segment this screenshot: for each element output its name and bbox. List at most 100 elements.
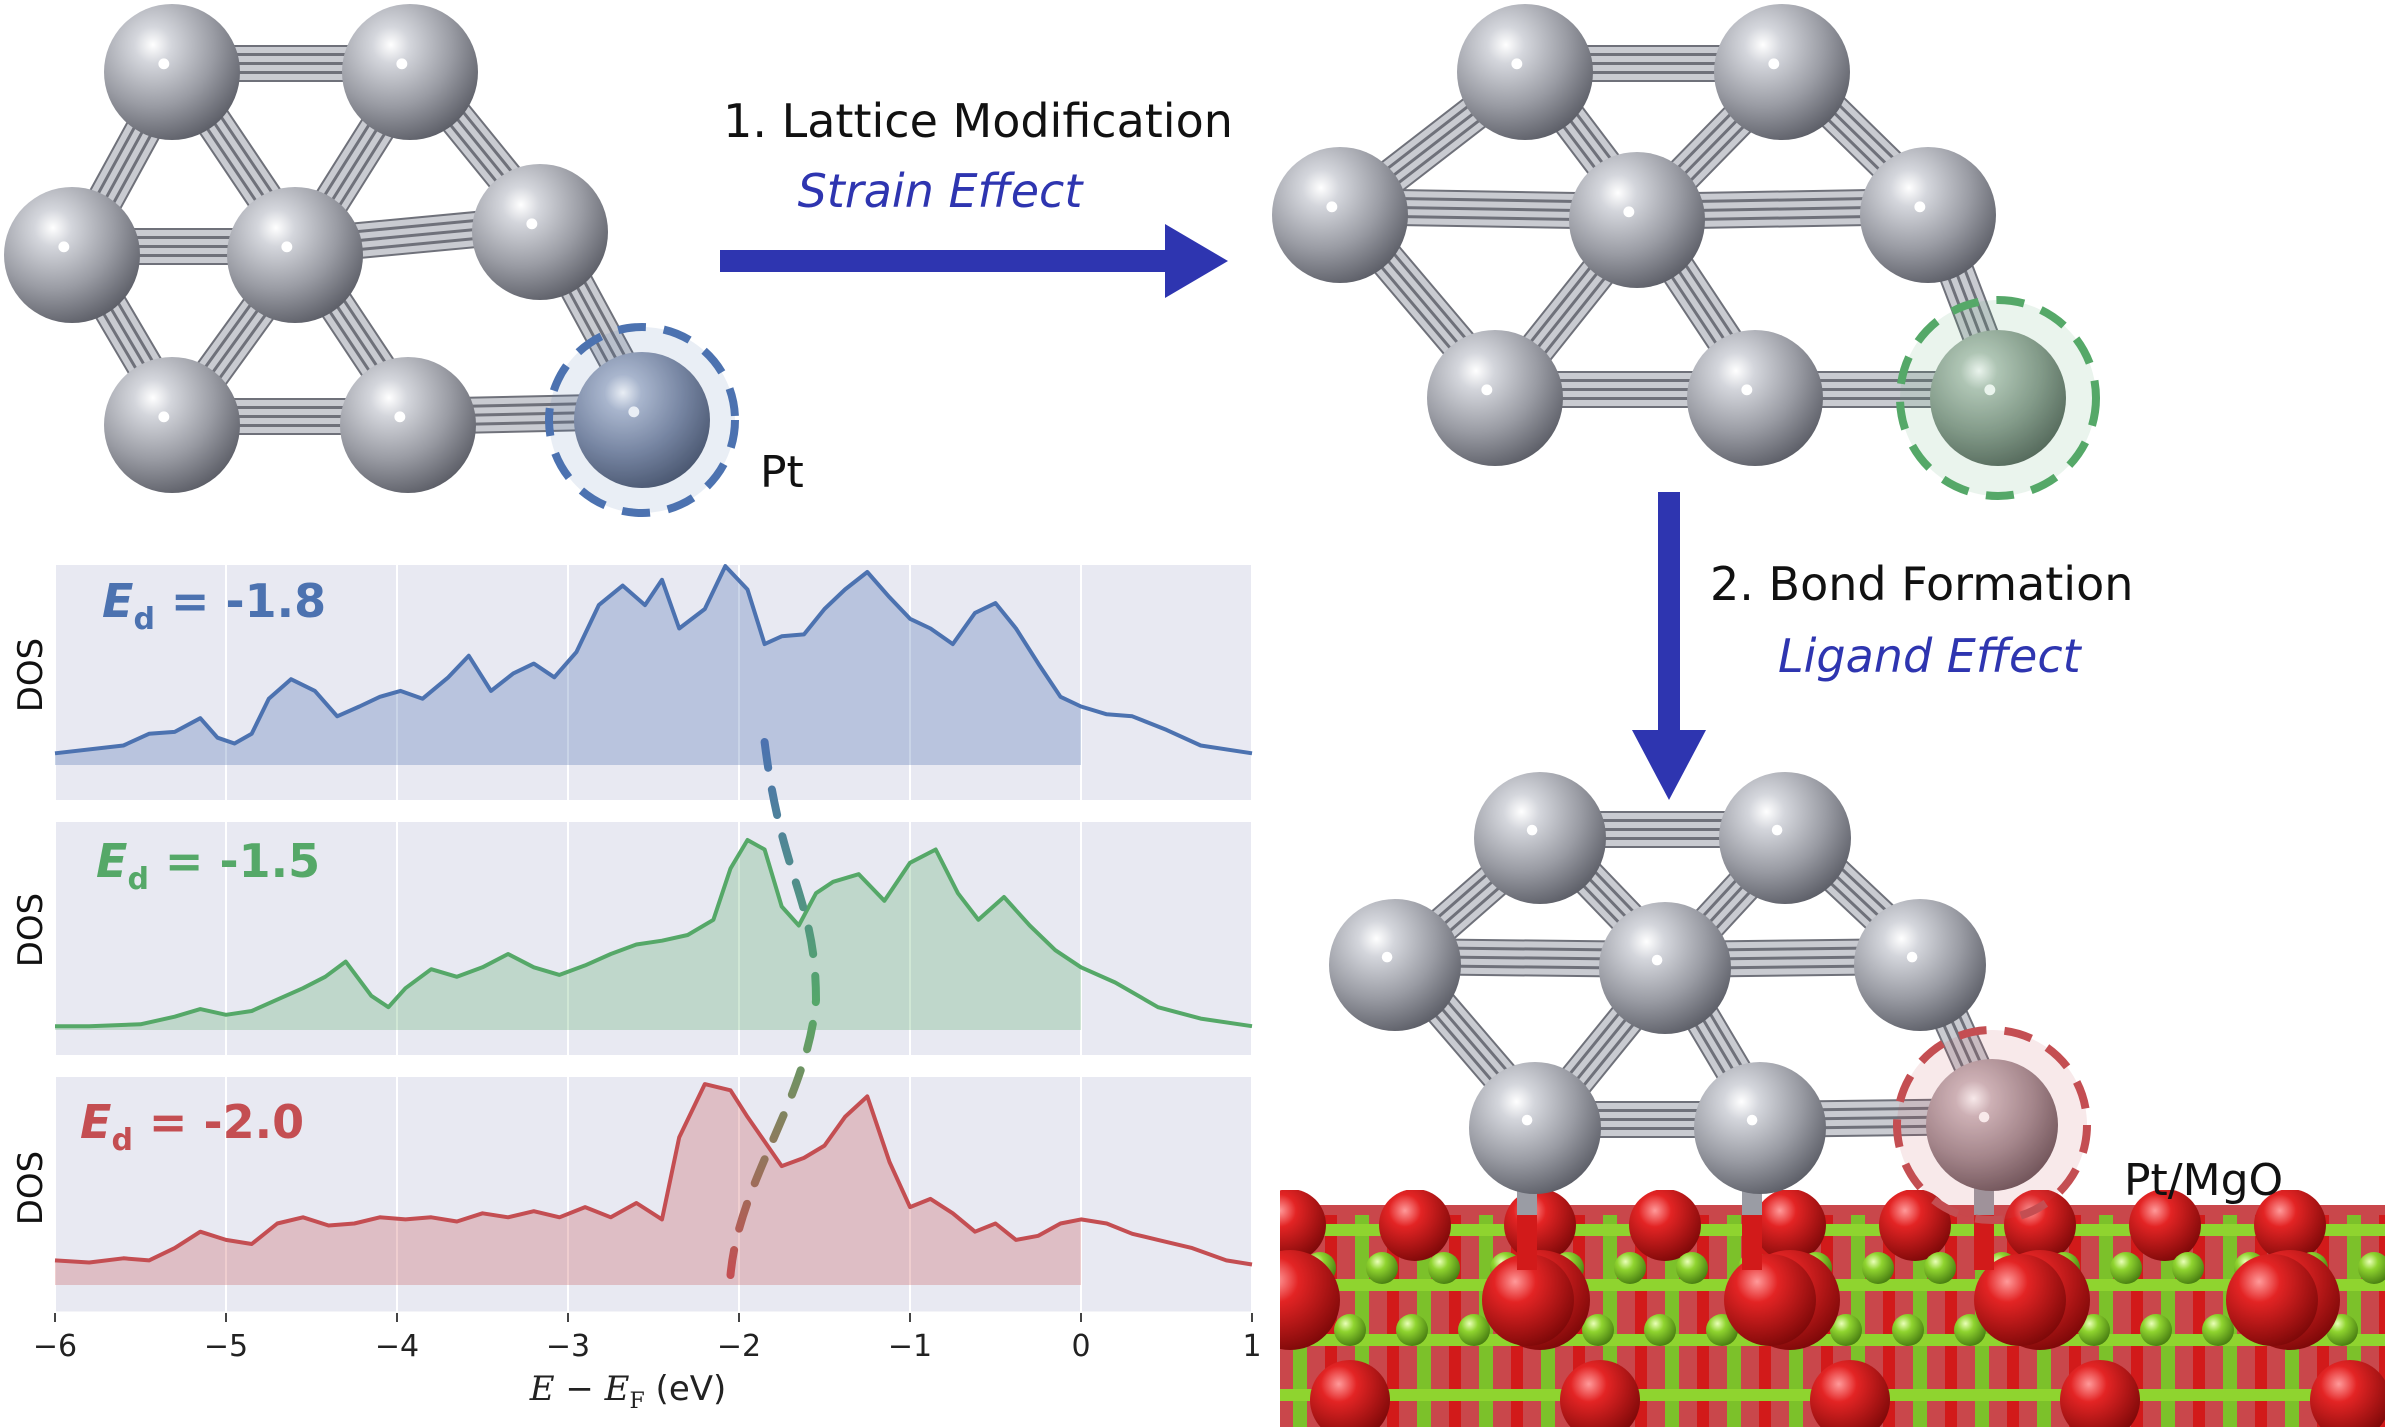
x-tick-label: 0 [1071,1329,1090,1364]
x-tick-label: −1 [888,1329,932,1364]
pt-atom [1599,902,1731,1034]
pt-atom [1272,147,1408,283]
pt-atom [227,187,363,323]
magnesium-atom [2172,1252,2204,1284]
pt-site-highlight-red [1893,1026,2091,1224]
x-tick-label: −3 [546,1329,590,1364]
pt-cluster-strained [1272,4,2066,466]
pt-atom [574,352,710,488]
x-tick-label: −5 [204,1329,248,1364]
atom-specular [1741,384,1753,396]
magnesium-atom [1614,1252,1646,1284]
step1-subtitle: Strain Effect [798,164,1085,218]
ed-label-red: Ed = -2.0 [80,1095,304,1158]
pt-cluster-pristine [4,4,710,493]
oxygen-atom [2129,1190,2201,1261]
oxygen-atom [2226,1254,2318,1346]
step2-subtitle: Ligand Effect [1778,629,2083,683]
magnesium-atom [1862,1252,1894,1284]
magnesium-atom [1582,1314,1614,1346]
magnesium-atom [2202,1314,2234,1346]
pt-atom [472,164,608,300]
pt-atom [1714,4,1850,140]
oxygen-atom [1379,1190,1451,1261]
oxygen-atom [1879,1190,1951,1261]
mgo-substrate [1280,1190,2385,1427]
atom-specular [158,58,170,70]
dos-fill-red [55,1084,1081,1285]
atom-specular [526,218,538,230]
pt-atom [1329,899,1461,1031]
oxygen-atom [1754,1190,1826,1261]
atom-specular [158,411,170,423]
oxygen-atom [2254,1190,2326,1261]
atom-specular [1381,951,1393,963]
pt-atom [1860,147,1996,283]
magnesium-atom [1892,1314,1924,1346]
ylabel-dos-green: DOS [11,893,51,968]
atom-specular [1771,824,1783,836]
magnesium-atom [2078,1314,2110,1346]
dos-line-blue [54,564,1253,756]
magnesium-atom [1334,1314,1366,1346]
atom-specular [394,411,406,423]
magnesium-atom [2140,1314,2172,1346]
pt-atom [1457,4,1593,140]
dos-fill-blue [55,566,1081,765]
dos-fill-green [55,840,1081,1030]
step1-title: 1. Lattice Modification [723,94,1233,148]
pt-site-highlight-blue [545,323,739,517]
step2-title: 2. Bond Formation [1710,557,2133,611]
pt-atom [1926,1059,2058,1191]
arrow-bond-formation [1632,492,1706,800]
pt-atom [342,4,478,140]
pt-site-highlight-green [1896,296,2100,500]
ylabel-dos-red: DOS [11,1151,51,1226]
magnesium-atom [1428,1252,1460,1284]
atom-specular [1984,384,1996,396]
pt-atom [1469,1062,1601,1194]
panel-green-annotations: DOS Ed = -1.5 [11,834,320,967]
oxygen-atom [1724,1254,1816,1346]
pt-atom [340,357,476,493]
d-band-center-trace [726,738,821,1279]
arrow-lattice-modification [720,224,1228,298]
oxygen-atom [1310,1360,1390,1427]
pt-atom [1687,330,1823,466]
atom-specular [1526,824,1538,836]
panel-blue-annotations: DOS Ed = -1.8 [11,574,326,712]
magnesium-atom [1644,1314,1676,1346]
pt-atom [1427,330,1563,466]
pt-atom [104,4,240,140]
magnesium-atom [1676,1252,1708,1284]
magnesium-atom [1830,1314,1862,1346]
x-tick-label: 1 [1242,1329,1261,1364]
magnesium-atom [1954,1314,1986,1346]
atom-specular [1768,58,1780,70]
atom-specular [1651,954,1663,966]
pt-atom [1694,1062,1826,1194]
pt-atom [1719,772,1851,904]
atom-specular [1906,951,1918,963]
atom-specular [58,241,70,253]
oxygen-atom [1629,1190,1701,1261]
magnesium-atom [1458,1314,1490,1346]
oxygen-atom [1482,1254,1574,1346]
pt-atom [104,357,240,493]
oxygen-atom [1974,1254,2066,1346]
x-tick-label: −6 [33,1329,77,1364]
atom-specular [1521,1114,1533,1126]
oxygen-atom [1810,1360,1890,1427]
panel-red-annotations: DOS Ed = -2.0 [11,1095,304,1225]
ylabel-dos-blue: DOS [11,638,51,713]
x-axis-label: E − EF (eV) [529,1369,727,1414]
oxygen-atom [1560,1360,1640,1427]
atom-specular [1623,206,1635,218]
oxygen-atom [2004,1190,2076,1261]
pt-atom [4,187,140,323]
magnesium-atom [1366,1252,1398,1284]
oxygen-atom [1280,1250,1340,1350]
pt-atom [1854,899,1986,1031]
oxygen-atom [1280,1190,1326,1261]
